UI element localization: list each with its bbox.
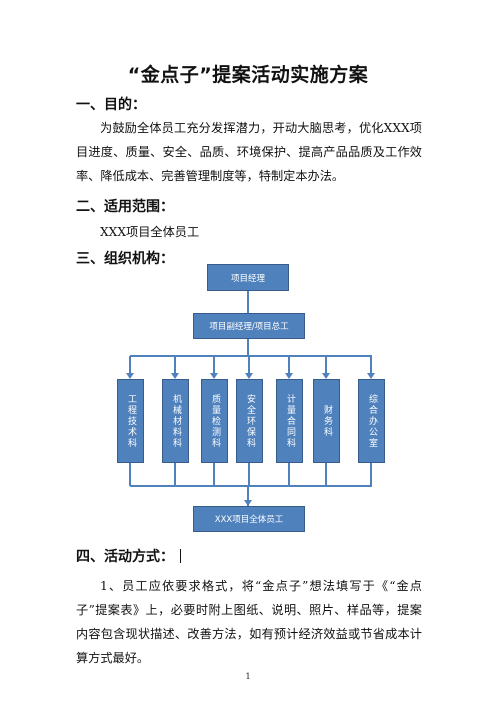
org-box-department-finance: 财务科 (313, 379, 340, 463)
section-heading-method-text: 四、活动方式： (76, 549, 174, 565)
org-box-department-machinery: 机械材料科 (162, 379, 189, 463)
section-heading-organization: 三、组织机构： (76, 251, 174, 267)
section-body-purpose: 为鼓励全体员工充分发挥潜力，开动大脑思考，优化XXX项目进度、质量、安全、品质、… (76, 121, 422, 183)
org-box-department-office: 综合办公室 (358, 379, 385, 463)
section-heading-method: 四、活动方式： (76, 546, 181, 566)
section-body-method: 1、员工应依要求格式，将“金点子”想法填写于《“金点子”提案表》上，必要时附上图… (76, 579, 422, 665)
org-box-department-safety: 安全环保科 (236, 379, 263, 463)
page-number: 1 (245, 672, 251, 681)
org-box-all-staff: XXX项目全体员工 (193, 506, 305, 532)
document-title: “金点子”提案活动实施方案 (127, 64, 369, 86)
org-box-deputy-manager: 项目副经理/项目总工 (193, 313, 305, 339)
org-box-department-contracts: 计量合同科 (276, 379, 303, 463)
section-heading-scope: 二、适用范围： (76, 199, 174, 215)
org-box-department-engineering: 工程技术科 (117, 379, 144, 463)
section-heading-purpose: 一、目的： (76, 97, 146, 113)
org-box-project-manager: 项目经理 (207, 264, 289, 291)
org-box-department-quality: 质量检测科 (201, 379, 228, 463)
section-body-scope: XXX项目全体员工 (100, 225, 200, 239)
text-cursor (180, 549, 181, 563)
